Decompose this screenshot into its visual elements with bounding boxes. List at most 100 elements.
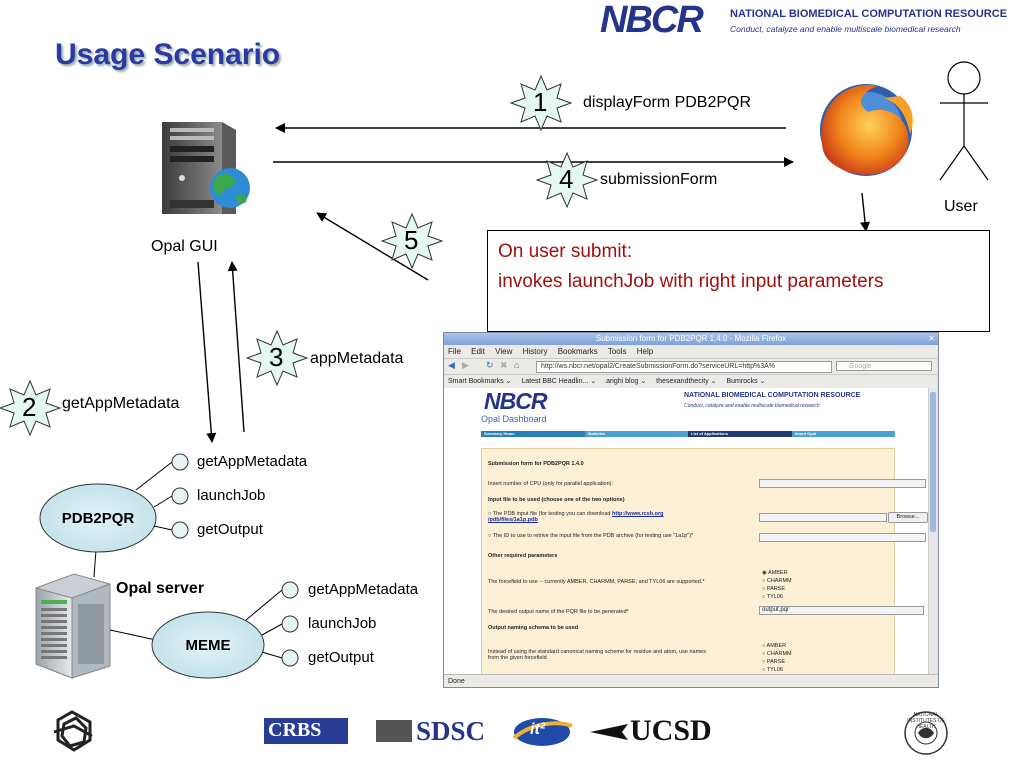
submission-form: Submission form for PDB2PQR 1.4.0 Insert… [481,448,928,674]
dashboard-tabbar: Summary Home Statistics List of Applicat… [481,431,895,437]
bookmark-bbc[interactable]: Latest BBC Headlin... ⌄ [521,378,597,385]
tab-statistics[interactable]: Statistics [584,431,688,437]
pdb-file-input[interactable] [759,513,887,522]
naming-label: Instead of using the standard canonical … [488,649,706,661]
arrow-step-2 [197,261,217,443]
menu-bookmarks[interactable]: Bookmarks [557,347,598,356]
sdsc-logo-text: SDSC [416,716,486,746]
bookmark-arighi[interactable]: arighi blog ⌄ [606,378,647,385]
pdb2pqr-label: PDB2PQR [61,510,135,527]
bookmark-smart[interactable]: Smart Bookmarks ⌄ [448,378,512,385]
pdb-download-link[interactable]: http://www.rcsb.org /pdb/files/1a1p.pdb [488,511,664,523]
cpu-input[interactable] [759,479,926,488]
scrollbar-thumb[interactable] [930,392,936,532]
naming-tyl06-option[interactable]: ○ TYL06 [762,667,783,673]
pdb-id-input[interactable] [759,533,926,542]
meme-op-port-1 [281,581,299,599]
step-1-number: 1 [533,87,548,117]
meme-op-getoutput: getOutput [308,649,374,666]
output-name-input[interactable]: output.pqr [759,606,924,615]
step-1-star [509,74,573,132]
arrow-step-5 [316,212,429,281]
pdb-option-radio[interactable]: ○ [488,511,493,517]
step-4-label: submissionForm [600,171,718,188]
callout-line-2: invokes launchJob with right input param… [498,271,884,292]
firefox-menubar: File Edit View History Bookmarks Tools H… [444,345,938,359]
firefox-titlebar: Submission form for PDB2PQR 1.4.0 - Mozi… [444,333,938,345]
pdb2pqr-op-getappmetadata: getAppMetadata [197,453,308,470]
page-nbcr-org: NATIONAL BIOMEDICAL COMPUTATION RESOURCE [684,392,861,399]
step-3-number: 3 [269,342,284,372]
forcefield-charmm-option[interactable]: ○ CHARMM [762,578,792,584]
step-5-star [380,212,444,270]
forcefield-tyl06-option[interactable]: ○ TYL06 [762,594,783,600]
naming-charmm-option[interactable]: ○ CHARMM [762,651,792,657]
step-4-number: 4 [559,164,574,194]
naming-parse-option[interactable]: ○ PARSE [762,659,786,665]
naming-options: ○ AMBER ○ CHARMM ○ PARSE ○ TYL06 [762,642,792,674]
search-box[interactable]: Google [836,361,932,371]
opal-dashboard-title: Opal Dashboard [481,414,547,424]
forcefield-options: ◉ AMBER ○ CHARMM ○ PARSE ○ TYL06 [762,569,792,601]
cpu-label: Insert number of CPU (only for parallel … [488,481,614,487]
stop-icon[interactable]: ✖ [500,360,508,370]
pdb2pqr-op-launchjob: launchJob [197,487,266,504]
browse-button[interactable]: Browse... [888,512,928,523]
menu-edit[interactable]: Edit [471,347,485,356]
tab-about-opal[interactable]: About Opal [791,431,895,437]
other-params-heading: Other required parameters [488,553,558,559]
vertical-scrollbar[interactable] [928,388,938,674]
tab-list-of-applications[interactable]: List of Applications [688,431,792,437]
bookmarks-toolbar: Smart Bookmarks ⌄ Latest BBC Headlin... … [444,375,938,389]
pdb2pqr-op-port-3 [171,521,189,539]
menu-view[interactable]: View [495,347,513,356]
firefox-page-content: NBCR NATIONAL BIOMEDICAL COMPUTATION RES… [444,388,930,674]
window-close-icon[interactable]: ✕ [928,334,935,343]
opal-server-rack-icon [35,573,111,679]
opal-server-label: Opal server [116,580,205,597]
tab-summary-home[interactable]: Summary Home [481,431,585,437]
bookmark-thesexandthecity[interactable]: thesexandthecity ⌄ [656,378,717,385]
step-2-star [0,379,62,437]
forward-arrow-icon[interactable]: ▶ [462,360,469,370]
meme-op-port-2 [281,615,299,633]
meme-service-ellipse [151,611,265,679]
pdb2pqr-service-ellipse [39,483,157,553]
home-icon[interactable]: ⌂ [514,360,520,370]
nbcr-org-name: NATIONAL BIOMEDICAL COMPUTATION RESOURCE [730,8,1008,20]
nbcr-logo-mark: NBCR [600,0,704,41]
meme-label: MEME [185,637,231,654]
menu-help[interactable]: Help [636,347,654,356]
firefox-navbar: ◀ ▶ ↻ ✖ ⌂ http://ws.nbcr.net/opal2/Creat… [444,359,938,375]
id-option: ○ The ID to use to retrive the input fil… [488,533,708,539]
menu-history[interactable]: History [522,347,548,356]
menu-tools[interactable]: Tools [607,347,627,356]
reload-icon[interactable]: ↻ [486,360,494,370]
bookmark-bumrocks[interactable]: Bumrocks ⌄ [726,378,766,385]
step-3-label: appMetadata [310,350,404,367]
pdb2pqr-op-port-1 [171,453,189,471]
firefox-window: Submission form for PDB2PQR 1.4.0 - Mozi… [443,332,939,688]
back-arrow-icon[interactable]: ◀ [448,360,455,370]
naming-amber-option[interactable]: ○ AMBER [762,643,787,649]
forcefield-amber-option[interactable]: ◉ AMBER [762,570,788,576]
meme-op-port-3 [281,649,299,667]
page-nbcr-tagline: Conduct, catalyze and enable multiscale … [684,403,820,409]
forcefield-label: The forcefield to use -- currently AMBER… [488,579,705,585]
callout-line-1: On user submit: [498,241,633,262]
url-bar[interactable]: http://ws.nbcr.net/opal2/CreateSubmissio… [536,361,832,373]
meme-op-getappmetadata: getAppMetadata [308,581,419,598]
step-3-star [245,329,309,387]
pdb2pqr-op-getoutput: getOutput [197,521,263,538]
status-bar: Done [444,674,938,687]
forcefield-parse-option[interactable]: ○ PARSE [762,586,786,592]
nih-seal-text: NATIONAL INSTITUTES OF HEALTH [907,712,945,730]
user-stick-figure-icon [939,61,989,181]
crbs-logo-text: CRBS [268,719,322,741]
server-pdb2pqr-link [93,549,97,578]
id-option-radio[interactable]: ○ [488,533,493,539]
id-option-label: The ID to use to retrive the input file … [492,533,694,539]
menu-file[interactable]: File [448,347,461,356]
opal-gui-server-icon [162,122,250,214]
